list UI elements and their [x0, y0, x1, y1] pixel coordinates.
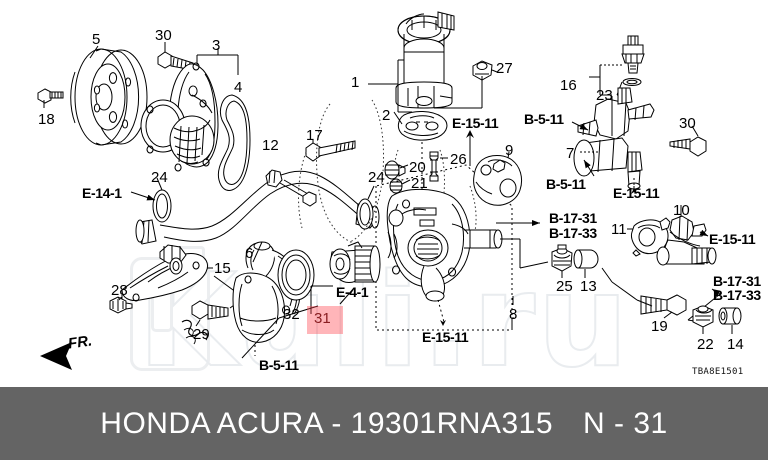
footer-page-number: N - 31 [583, 406, 668, 440]
fr-arrow [40, 342, 72, 370]
catalog-code: TBA8E1501 [692, 367, 744, 377]
callout-18: 18 [38, 111, 55, 128]
callout-19: 19 [651, 318, 668, 335]
xref-e-15-11-top: E-15-11 [452, 115, 499, 131]
callout-28: 28 [111, 282, 128, 299]
xref-b-5-11-bottom: B-5-11 [259, 357, 299, 373]
callout-31-highlighted: 31 [314, 310, 331, 327]
xref-b-5-11-lower: B-5-11 [546, 176, 586, 192]
xref-b-17-33-mid: B-17-33 [549, 225, 597, 241]
footer-title: HONDA ACURA - 19301RNA315 [100, 406, 553, 440]
callout-23: 23 [596, 87, 613, 104]
xref-b-17-33-right: B-17-33 [713, 287, 761, 303]
callout-11: 11 [611, 221, 627, 238]
callout-21: 21 [411, 175, 428, 192]
xref-e-4-1: E-4-1 [336, 284, 369, 300]
callout-14: 14 [727, 336, 744, 353]
footer-content: HONDA ACURA - 19301RNA315 N - 31 [100, 407, 667, 441]
callout-30-top: 30 [155, 27, 172, 44]
xref-b-17-31-right: B-17-31 [713, 273, 761, 289]
xref-b-5-11-upper: B-5-11 [524, 111, 564, 127]
callout-3: 3 [212, 37, 221, 54]
callout-32: 32 [283, 306, 300, 323]
callout-17: 17 [306, 127, 323, 144]
callout-2: 2 [382, 107, 391, 124]
callout-27: 27 [496, 60, 513, 77]
callout-15: 15 [214, 260, 231, 277]
callout-7: 7 [566, 145, 575, 162]
callout-13: 13 [580, 278, 597, 295]
callout-29: 29 [193, 326, 210, 343]
xref-e-15-11-pipe: E-15-11 [709, 231, 756, 247]
xref-e-15-11-bottom: E-15-11 [422, 329, 469, 345]
xref-e-14-1: E-14-1 [82, 185, 122, 201]
callout-6: 6 [245, 245, 254, 262]
callout-24-right: 24 [368, 169, 385, 186]
diagram-canvas: Kuli.ru [37, 11, 762, 387]
part-31-highlight [307, 306, 343, 334]
callout-20: 20 [409, 159, 426, 176]
callout-10: 10 [673, 202, 690, 219]
fr-orientation-label: FR. [66, 332, 94, 353]
callout-22: 22 [697, 336, 714, 353]
callout-9: 9 [505, 142, 514, 159]
callout-1: 1 [351, 74, 360, 91]
callout-30-right: 30 [679, 115, 696, 132]
xref-e-15-11-right: E-15-11 [613, 185, 660, 201]
callout-12: 12 [262, 137, 279, 154]
callout-8: 8 [509, 306, 518, 323]
callout-5: 5 [92, 31, 101, 48]
footer-bar: HONDA ACURA - 19301RNA315 N - 31 [0, 387, 768, 460]
callout-24-left: 24 [151, 169, 168, 186]
callout-16: 16 [560, 77, 577, 94]
callout-26: 26 [450, 151, 467, 168]
xref-b-17-31-mid: B-17-31 [549, 210, 597, 226]
technical-line-drawing [37, 11, 742, 370]
callout-4: 4 [234, 79, 243, 96]
callout-25: 25 [556, 278, 573, 295]
